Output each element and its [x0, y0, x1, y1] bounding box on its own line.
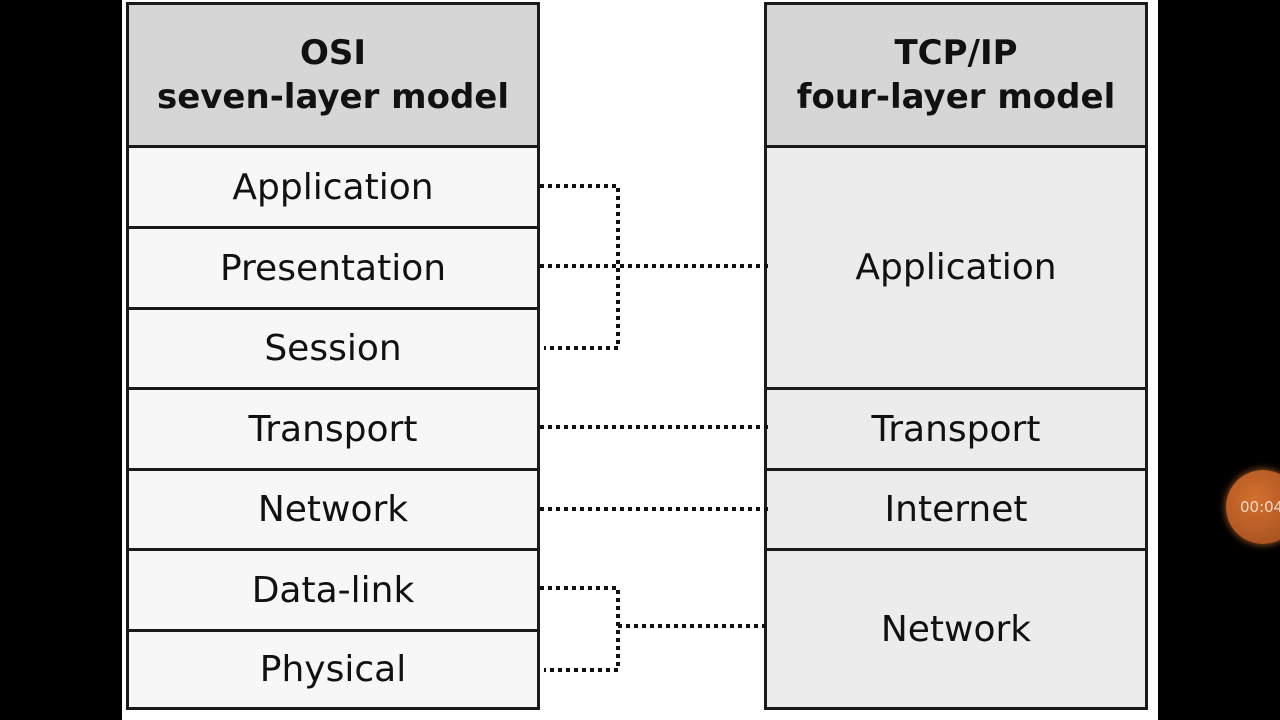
osi-header: OSI seven-layer model	[129, 5, 537, 145]
osi-layer-label: Network	[257, 489, 409, 530]
osi-model-column: OSI seven-layer model Application Presen…	[126, 2, 540, 710]
timer-badge[interactable]: 00:04	[1226, 470, 1280, 544]
tcpip-header: TCP/IP four-layer model	[767, 5, 1145, 145]
tcpip-layer-label: Network	[880, 608, 1032, 650]
connector-link-group	[540, 586, 620, 672]
tcpip-layer-transport: Transport	[767, 387, 1145, 468]
tcpip-layer-label: Transport	[871, 408, 1041, 450]
osi-layer-label: Physical	[259, 649, 407, 690]
osi-layer-data-link: Data-link	[129, 548, 537, 629]
osi-subtitle: seven-layer model	[156, 77, 510, 117]
osi-layer-presentation: Presentation	[129, 226, 537, 307]
tcpip-layer-network: Network	[767, 548, 1145, 707]
tcpip-layer-internet: Internet	[767, 468, 1145, 548]
osi-layer-transport: Transport	[129, 387, 537, 468]
osi-layer-physical: Physical	[129, 629, 537, 707]
tcpip-layer-application: Application	[767, 145, 1145, 387]
osi-layer-session: Session	[129, 307, 537, 387]
tcpip-title: TCP/IP	[894, 33, 1018, 73]
osi-layer-application: Application	[129, 145, 537, 226]
osi-title: OSI	[299, 33, 367, 73]
timer-text: 00:04	[1240, 498, 1280, 516]
osi-layer-label: Data-link	[251, 569, 415, 611]
tcpip-layer-label: Internet	[884, 489, 1028, 530]
osi-layer-label: Session	[264, 328, 402, 369]
osi-layer-network: Network	[129, 468, 537, 548]
tcpip-layer-label: Application	[855, 247, 1057, 288]
osi-layer-label: Presentation	[219, 247, 447, 289]
tcpip-subtitle: four-layer model	[796, 77, 1116, 117]
osi-layer-label: Application	[232, 166, 434, 208]
osi-layer-label: Transport	[248, 408, 418, 450]
tcpip-model-column: TCP/IP four-layer model Application Tran…	[764, 2, 1148, 710]
